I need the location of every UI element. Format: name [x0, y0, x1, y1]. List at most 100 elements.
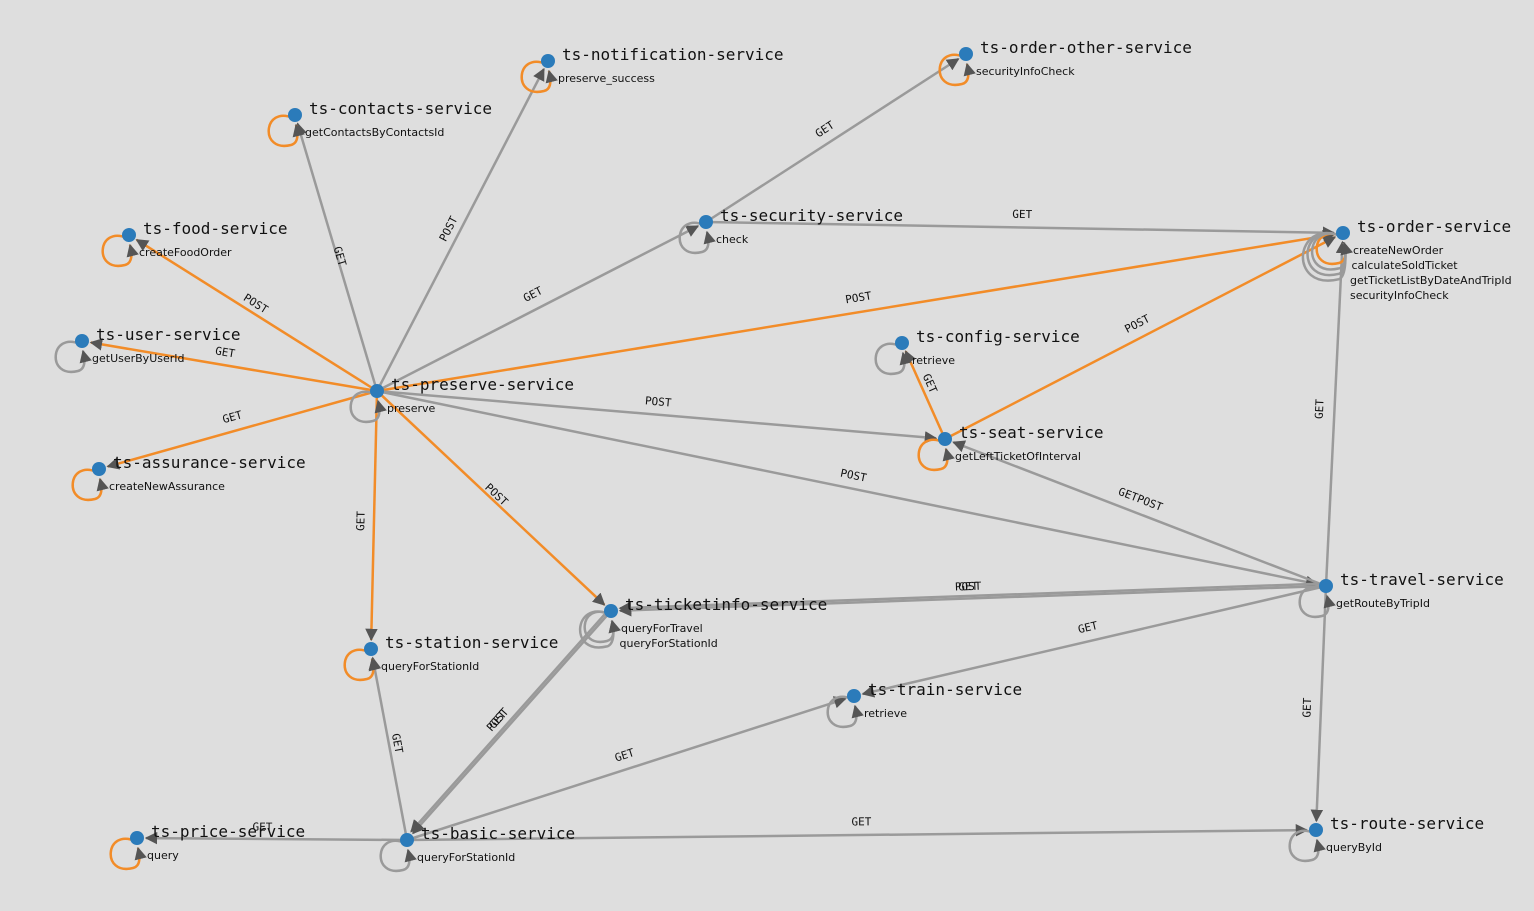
node-title-seat: ts-seat-service — [959, 423, 1104, 442]
node-dot-ticketinfo[interactable] — [604, 604, 618, 618]
node-title-train: ts-train-service — [868, 680, 1022, 699]
node-train[interactable]: ts-train-service retrieve — [847, 680, 1022, 720]
node-title-user: ts-user-service — [96, 325, 241, 344]
node-method-contacts-0: getContactsByContactsId — [305, 126, 444, 139]
self-loop-config — [874, 342, 912, 376]
self-loop-basic — [379, 839, 417, 873]
edge-ticketinfo-to-basic — [412, 610, 612, 835]
self-loop-food — [101, 234, 139, 268]
node-method-order-0: createNewOrder — [1353, 244, 1444, 257]
node-dot-travel[interactable] — [1319, 579, 1333, 593]
node-dot-food[interactable] — [122, 228, 136, 242]
nodes-layer: ts-notification-servicepreserve_successt… — [75, 38, 1512, 864]
node-dot-assurance[interactable] — [92, 462, 106, 476]
node-seat[interactable]: ts-seat-service getLeftTicketOfInterval — [938, 423, 1104, 463]
edge-basic-to-train — [406, 696, 847, 842]
node-dot-seat[interactable] — [938, 432, 952, 446]
edge-preserve-to-food — [135, 238, 378, 393]
node-basic[interactable]: ts-basic-service queryForStationId — [400, 824, 575, 864]
node-dot-basic[interactable] — [400, 833, 414, 847]
node-title-ticketinfo: ts-ticketinfo-service — [625, 595, 827, 614]
edge-preserve-to-security — [376, 225, 700, 393]
self-loop-station — [343, 648, 381, 682]
edge-preserve-to-seat — [376, 389, 938, 444]
edge-ticketinfo-to-basic — [410, 608, 611, 833]
node-dot-train[interactable] — [847, 689, 861, 703]
edge-label-preserve-to-assurance: GET — [221, 408, 244, 426]
node-dot-security[interactable] — [699, 215, 713, 229]
edge-label-preserve-to-station: GET — [354, 511, 367, 532]
node-dot-preserve[interactable] — [370, 384, 384, 398]
edge-preserve-to-assurance — [106, 389, 378, 470]
node-orderother[interactable]: ts-order-other-service securityInfoCheck — [959, 38, 1192, 78]
node-dot-orderother[interactable] — [959, 47, 973, 61]
node-dot-contacts[interactable] — [288, 108, 302, 122]
node-dot-config[interactable] — [895, 336, 909, 350]
edge-label-travel-to-order: GET — [1313, 398, 1327, 419]
node-ticketinfo[interactable]: ts-ticketinfo-servicequeryForTravelquery… — [604, 595, 827, 650]
edge-label-basic-to-station: GET — [389, 732, 406, 754]
edge-label-preserve-to-travel: POST — [839, 467, 868, 485]
node-title-food: ts-food-service — [143, 219, 288, 238]
node-dot-notification[interactable] — [541, 54, 555, 68]
edge-preserve-to-station — [365, 390, 379, 642]
self-loops-layer — [54, 53, 1353, 873]
node-title-order: ts-order-service — [1357, 217, 1511, 236]
node-dot-order[interactable] — [1336, 226, 1350, 240]
node-dot-user[interactable] — [75, 334, 89, 348]
edge-preserve-to-notification — [375, 67, 545, 392]
node-title-security: ts-security-service — [720, 206, 903, 225]
node-method-orderother-0: securityInfoCheck — [976, 65, 1075, 78]
edge-label-security-to-orderother: GET — [813, 118, 837, 140]
edge-label-preserve-to-order: POST — [844, 289, 873, 306]
self-loop-price — [109, 837, 147, 871]
node-title-notification: ts-notification-service — [562, 45, 784, 64]
node-method-assurance-0: createNewAssurance — [109, 480, 225, 493]
self-loop-notification — [520, 60, 558, 94]
node-title-station: ts-station-service — [385, 633, 558, 652]
edge-label-preserve-to-user: GET — [214, 344, 236, 360]
edge-label-preserve-to-seat: POST — [644, 394, 672, 409]
node-order[interactable]: ts-order-servicecreateNewOrdercalculateS… — [1336, 217, 1512, 302]
node-dot-station[interactable] — [364, 642, 378, 656]
node-title-contacts: ts-contacts-service — [309, 99, 492, 118]
self-loop-order — [1301, 231, 1353, 282]
node-method-seat-0: getLeftTicketOfInterval — [955, 450, 1081, 463]
edge-travel-to-train — [861, 584, 1327, 698]
node-station[interactable]: ts-station-service queryForStationId — [364, 633, 558, 673]
node-title-orderother: ts-order-other-service — [980, 38, 1192, 57]
self-loop-user — [54, 340, 92, 374]
edge-seat-to-config — [904, 350, 947, 440]
node-dot-price[interactable] — [130, 831, 144, 845]
node-dot-route[interactable] — [1309, 823, 1323, 837]
node-contacts[interactable]: ts-contacts-service getContactsByContacts… — [288, 99, 492, 139]
node-method-order-3: securityInfoCheck — [1350, 289, 1449, 302]
node-notification[interactable]: ts-notification-service preserve_success — [541, 45, 784, 85]
node-method-notification-0: preserve_success — [558, 72, 655, 85]
edges-layer — [89, 57, 1349, 845]
self-loop-ticketinfo — [578, 610, 621, 649]
node-method-basic-0: queryForStationId — [417, 851, 515, 864]
node-method-order-2: getTicketListByDateAndTripId — [1350, 274, 1512, 287]
edge-basic-to-price — [144, 831, 408, 845]
node-method-travel-0: getRouteByTripId — [1336, 597, 1430, 610]
node-title-basic: ts-basic-service — [421, 824, 575, 843]
self-loop-preserve — [349, 390, 387, 424]
node-method-station-0: queryForStationId — [381, 660, 479, 673]
edge-label-seat-to-order: POST — [1122, 312, 1152, 336]
edge-label-preserve-to-contacts: GET — [331, 245, 349, 268]
node-method-config-0: retrieve — [912, 354, 955, 367]
edge-travel-to-seat — [952, 440, 1327, 588]
node-method-train-0: retrieve — [864, 707, 907, 720]
edge-label-travel-to-train: GET — [1077, 619, 1100, 636]
